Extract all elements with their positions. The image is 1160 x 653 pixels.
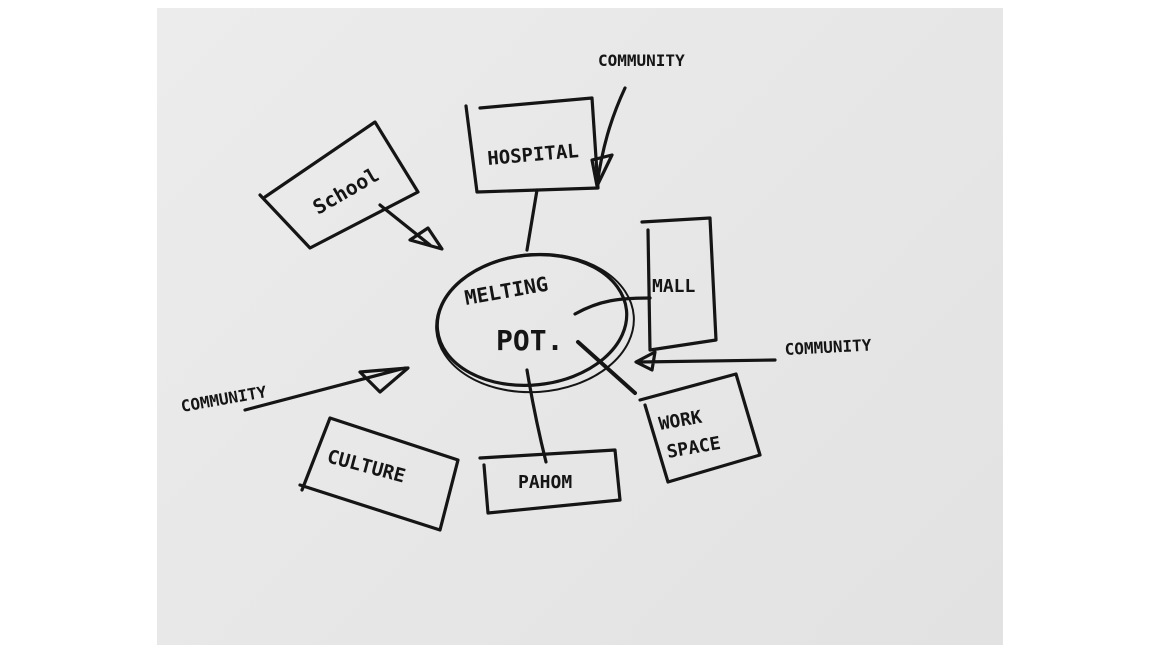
school-label: School bbox=[309, 162, 384, 219]
work-space-label-1: WORK bbox=[657, 407, 703, 435]
paper-sheet bbox=[157, 8, 1003, 645]
community-top-arrow bbox=[590, 86, 627, 188]
community-right-arrow bbox=[634, 350, 777, 372]
hospital-node: HOSPITAL bbox=[464, 96, 600, 252]
culture-label: CULTURE bbox=[325, 446, 408, 488]
school-node: School bbox=[258, 120, 444, 251]
mall-label: MALL bbox=[652, 276, 696, 297]
community-left-label: COMMUNITY bbox=[179, 382, 268, 416]
melting-pot-label-1: MELTING bbox=[463, 272, 550, 310]
community-right-label: COMMUNITY bbox=[784, 335, 872, 359]
pahom-node: PAHOM bbox=[478, 368, 622, 515]
melting-pot-node: MELTING POT. bbox=[435, 252, 635, 394]
pahom-label: PAHOM bbox=[518, 472, 572, 493]
community-left-arrow bbox=[243, 366, 410, 412]
community-top-label: COMMUNITY bbox=[598, 51, 685, 70]
melting-pot-label-2: POT. bbox=[496, 324, 563, 357]
culture-node: CULTURE bbox=[298, 416, 460, 532]
work-space-label-2: SPACE bbox=[665, 433, 722, 463]
hospital-label: HOSPITAL bbox=[487, 140, 580, 170]
mall-node: MALL bbox=[573, 216, 718, 352]
